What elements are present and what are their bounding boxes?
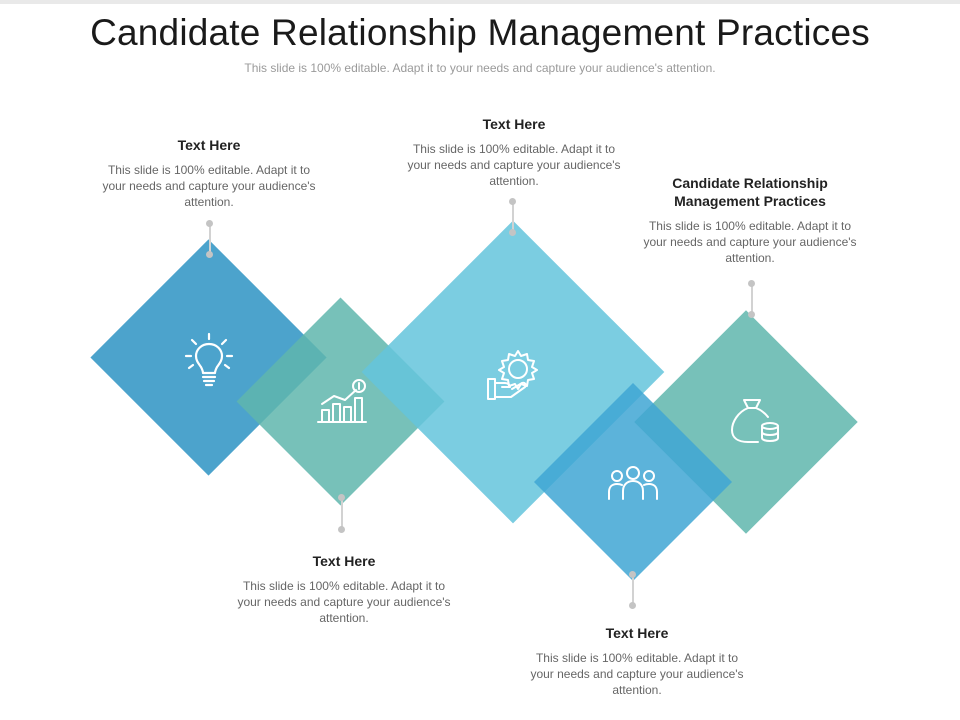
- connector-dot: [629, 571, 636, 578]
- connector-dot: [509, 229, 516, 236]
- top-rule: [0, 0, 960, 4]
- callout-heading: Text Here: [312, 553, 376, 569]
- callout-body: This slide is 100% editable. Adapt it to…: [237, 579, 451, 625]
- connector-4: [632, 574, 634, 605]
- callout-3: Text Here This slide is 100% editable. A…: [404, 115, 624, 189]
- connector-dot: [206, 251, 213, 258]
- growth-chart-icon: [317, 379, 367, 423]
- callout-heading: Candidate Relationship Management Practi…: [672, 175, 828, 209]
- connector-5: [751, 284, 753, 315]
- callout-heading: Text Here: [605, 625, 669, 641]
- callout-body: This slide is 100% editable. Adapt it to…: [643, 219, 857, 265]
- callout-5: Candidate Relationship Management Practi…: [640, 174, 860, 266]
- connector-dot: [338, 494, 345, 501]
- connector-dot: [509, 198, 516, 205]
- lightbulb-icon: [184, 332, 234, 387]
- connector-3: [512, 202, 514, 233]
- people-icon: [608, 466, 658, 500]
- connector-1: [209, 223, 211, 254]
- connector-dot: [206, 220, 213, 227]
- callout-heading: Text Here: [177, 137, 241, 153]
- money-bag-icon: [731, 399, 779, 443]
- callout-body: This slide is 100% editable. Adapt it to…: [407, 142, 621, 188]
- callout-4: Text Here This slide is 100% editable. A…: [527, 624, 747, 698]
- callout-body: This slide is 100% editable. Adapt it to…: [102, 163, 316, 209]
- slide-subtitle: This slide is 100% editable. Adapt it to…: [244, 61, 716, 75]
- gear-hand-icon: [487, 350, 538, 400]
- slide-title: Candidate Relationship Management Practi…: [90, 12, 870, 53]
- connector-dot: [748, 311, 755, 318]
- callout-1: Text Here This slide is 100% editable. A…: [99, 136, 319, 210]
- connector-2: [341, 497, 343, 529]
- callout-body: This slide is 100% editable. Adapt it to…: [530, 651, 744, 697]
- connector-dot: [748, 280, 755, 287]
- callout-2: Text Here This slide is 100% editable. A…: [234, 552, 454, 626]
- connector-dot: [629, 602, 636, 609]
- callout-heading: Text Here: [482, 116, 546, 132]
- connector-dot: [338, 526, 345, 533]
